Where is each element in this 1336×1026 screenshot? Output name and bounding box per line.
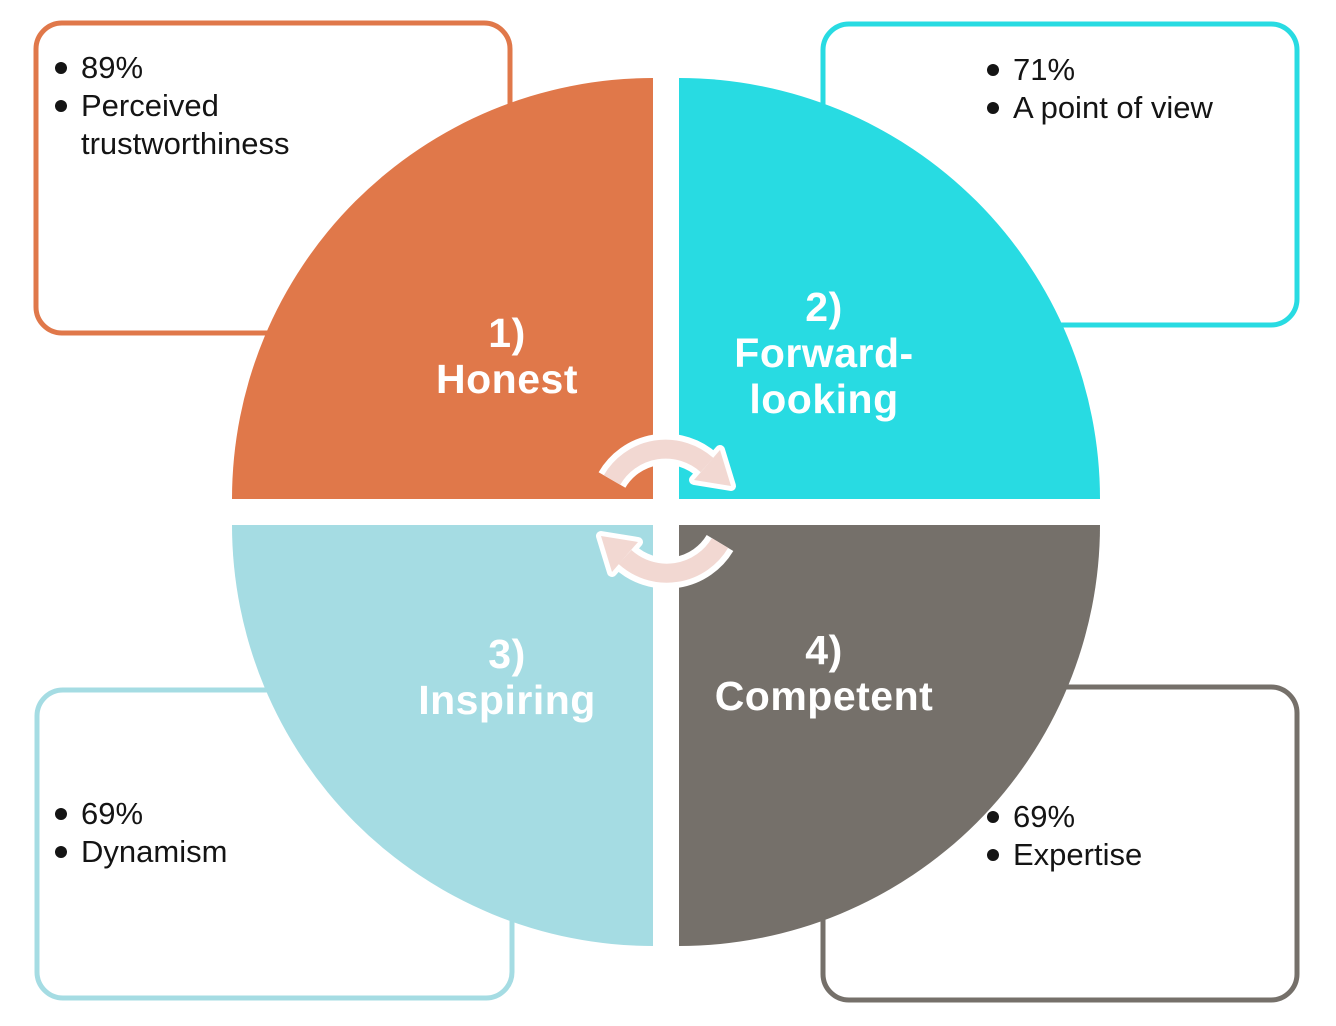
bullet-dot-icon (55, 100, 67, 112)
bullet-item: 71% (987, 51, 1307, 89)
bullet-text: 89% (81, 50, 144, 85)
bullet-item: A point of view (987, 89, 1307, 127)
bullet-dot-icon (55, 808, 67, 820)
bullet-dot-icon (987, 102, 999, 114)
bullet-item: Perceived trustworthiness (55, 87, 385, 163)
bullet-text: A point of view (1013, 90, 1213, 125)
bullet-item: 69% (987, 798, 1307, 836)
quadrant-number: 3) (488, 631, 526, 677)
quadrant-label-forward-looking: 2) Forward- looking (664, 284, 984, 422)
quadrant-name: looking (749, 376, 899, 422)
quadrant-number: 2) (805, 284, 843, 330)
bullet-dot-icon (987, 64, 999, 76)
bullet-dot-icon (987, 849, 999, 861)
bullet-item: Expertise (987, 836, 1307, 874)
callout-bullets-honest: 89% Perceived trustworthiness (55, 49, 385, 163)
quadrant-label-inspiring: 3) Inspiring (347, 631, 667, 723)
cycle-arrow-bottom-head (601, 536, 638, 572)
callout-bullets-competent: 69% Expertise (987, 798, 1307, 874)
callout-bullets-forward-looking: 71% A point of view (987, 51, 1307, 127)
bullet-text: 71% (1013, 52, 1076, 87)
cycle-arrows-icon (596, 433, 736, 589)
quadrant-inspiring (232, 525, 653, 946)
cycle-arrow-bottom (618, 537, 729, 583)
bullet-dot-icon (55, 846, 67, 858)
bullet-dot-icon (55, 62, 67, 74)
bullet-item: Dynamism (55, 833, 375, 871)
bullet-item: 89% (55, 49, 385, 87)
quadrant-honest (232, 78, 653, 499)
bullet-text: Perceived trustworthiness (81, 88, 290, 161)
bullet-text: Expertise (1013, 837, 1143, 872)
quadrant-competent (679, 525, 1100, 946)
bullet-text: 69% (81, 796, 144, 831)
quadrant-number: 1) (488, 310, 526, 356)
quadrant-label-honest: 1) Honest (347, 310, 667, 402)
quadrant-name: Inspiring (418, 677, 596, 723)
quadrant-forward-looking (679, 78, 1100, 499)
quadrant-label-competent: 4) Competent (664, 627, 984, 719)
quadrant-name: Forward- (734, 330, 914, 376)
bullet-dot-icon (987, 811, 999, 823)
bullet-text: 69% (1013, 799, 1076, 834)
bullet-text: Dynamism (81, 834, 228, 869)
bullet-item: 69% (55, 795, 375, 833)
quadrant-name: Honest (436, 356, 578, 402)
cycle-arrow-top (603, 439, 714, 486)
cycle-arrow-top-head (694, 450, 731, 486)
quadrant-number: 4) (805, 627, 843, 673)
callout-bullets-inspiring: 69% Dynamism (55, 795, 375, 871)
quadrant-name: Competent (714, 673, 934, 719)
